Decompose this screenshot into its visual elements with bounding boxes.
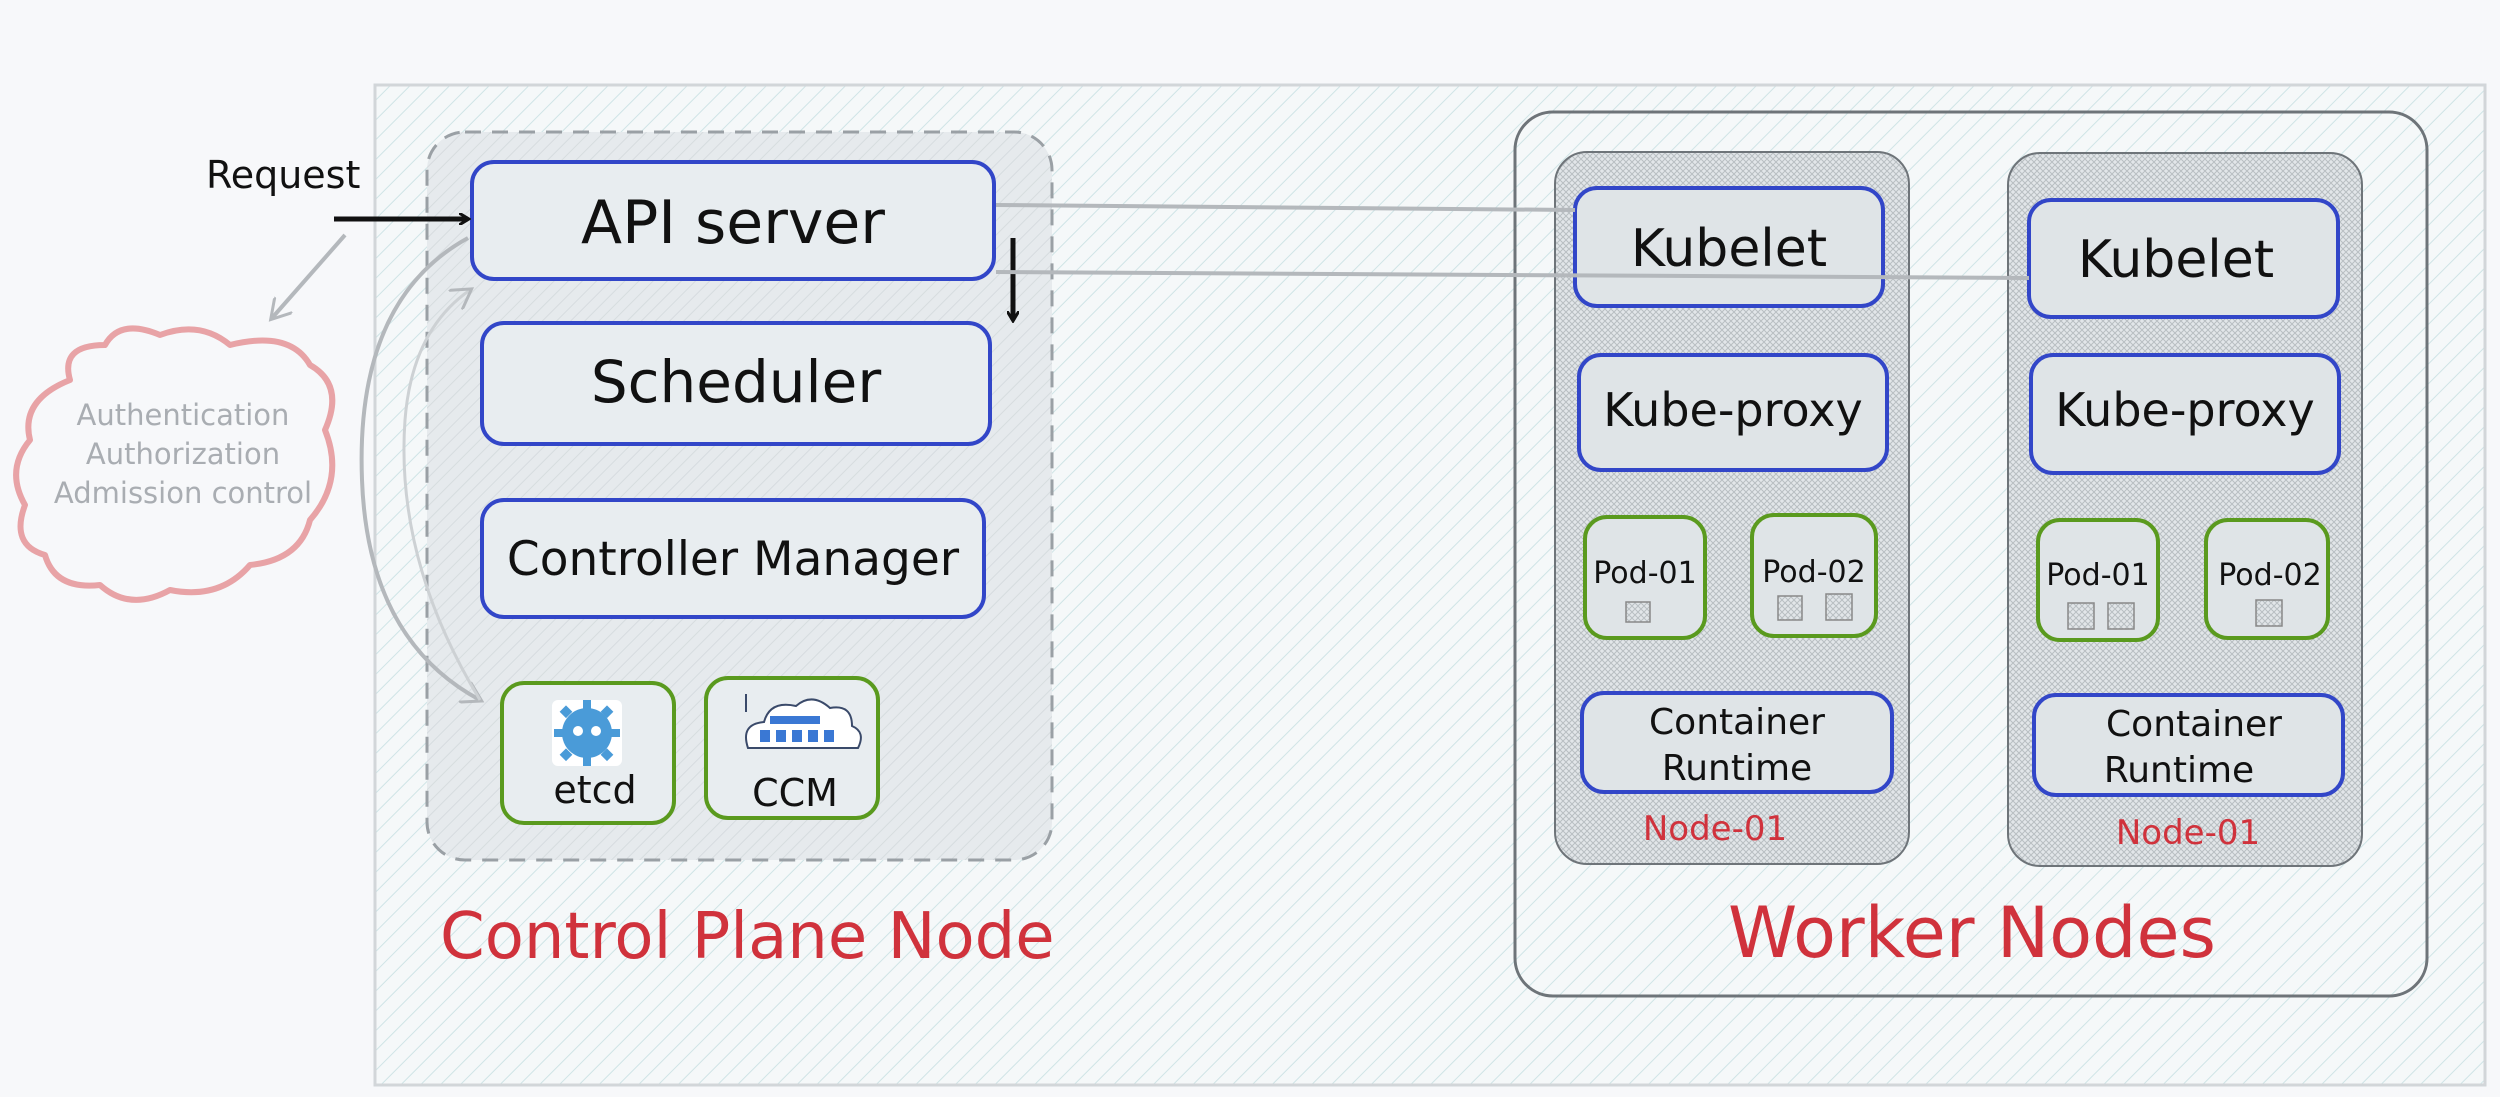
- container-runtime-box[interactable]: Container Runtime: [1580, 691, 1894, 794]
- kubelet-box[interactable]: Kubelet: [2027, 198, 2340, 319]
- container-runtime-line-1: Container: [1649, 702, 1825, 743]
- auth-line-1: Authentication: [77, 398, 290, 432]
- controller-manager-box[interactable]: Controller Manager: [480, 498, 986, 619]
- pod-label: Pod-01: [2046, 558, 2149, 593]
- etcd-label: etcd: [553, 768, 636, 812]
- pod-label: Pod-01: [1593, 556, 1696, 591]
- container-icon: [1625, 601, 1651, 623]
- etcd-box[interactable]: etcd: [500, 681, 676, 825]
- node-label: Node-01: [1643, 809, 1787, 849]
- ccm-label: CCM: [752, 771, 838, 815]
- auth-line-2: Authorization: [86, 437, 280, 471]
- api-server-label: API server: [581, 188, 885, 258]
- container-runtime-box[interactable]: Container Runtime: [2032, 693, 2345, 797]
- scheduler-box[interactable]: Scheduler: [480, 321, 992, 446]
- kubelet-label: Kubelet: [1631, 219, 1827, 279]
- node-label: Node-01: [2116, 813, 2260, 853]
- api-to-kubelet-connector: [995, 203, 1576, 212]
- control-plane-title: Control Plane Node: [440, 900, 1055, 974]
- api-server-box[interactable]: API server: [470, 160, 996, 281]
- kube-proxy-box[interactable]: Kube-proxy: [2029, 353, 2341, 475]
- container-runtime-line-2: Runtime: [1662, 748, 1812, 789]
- scheduler-label: Scheduler: [591, 348, 882, 416]
- pod-box[interactable]: Pod-02: [2204, 518, 2330, 640]
- pod-box[interactable]: Pod-02: [1750, 513, 1878, 638]
- kube-proxy-label: Kube-proxy: [2055, 383, 2314, 437]
- container-icon: [2255, 599, 2283, 627]
- control-plane-node: API server Scheduler Controller Manager: [425, 130, 1055, 974]
- pod-box[interactable]: Pod-01: [1583, 515, 1707, 640]
- worker-node-1: Kubelet Kube-proxy Pod-01 Pod-02 Contain…: [1554, 151, 1910, 865]
- auth-arrow: [272, 233, 347, 318]
- container-icon: [1825, 593, 1853, 621]
- kubelet-box[interactable]: Kubelet: [1573, 186, 1885, 308]
- container-icon: [1777, 595, 1803, 621]
- worker-nodes-group: Kubelet Kube-proxy Pod-01 Pod-02 Contain…: [1513, 110, 2429, 998]
- api-to-etcd-arrow: [359, 236, 480, 700]
- ccm-box[interactable]: CCM: [704, 676, 880, 820]
- container-icon: [2107, 602, 2135, 630]
- etcd-logo-icon: [552, 700, 622, 766]
- control-plane-boundary: [425, 130, 1054, 862]
- auth-cloud: Authentication Authorization Admission c…: [13, 325, 336, 603]
- pod-label: Pod-02: [1762, 555, 1865, 590]
- request-label: Request: [206, 153, 360, 197]
- container-icon: [2067, 602, 2095, 630]
- api-to-kubelet-connector: [995, 270, 2030, 280]
- auth-line-3: Admission control: [54, 476, 312, 510]
- kubelet-label: Kubelet: [2078, 230, 2274, 290]
- container-runtime-line-2: Runtime: [2104, 750, 2254, 791]
- kube-proxy-box[interactable]: Kube-proxy: [1577, 353, 1889, 472]
- kube-proxy-label: Kube-proxy: [1603, 383, 1862, 437]
- etcd-return-arrow: [402, 290, 482, 701]
- container-runtime-line-1: Container: [2106, 704, 2282, 745]
- worker-node-2: Kubelet Kube-proxy Pod-01 Pod-02 Contain…: [2007, 152, 2363, 867]
- pod-box[interactable]: Pod-01: [2036, 518, 2160, 642]
- pod-label: Pod-02: [2218, 558, 2321, 593]
- worker-nodes-title: Worker Nodes: [1728, 892, 2216, 974]
- cloud-controller-manager-icon: [745, 694, 862, 749]
- controller-manager-label: Controller Manager: [507, 532, 960, 587]
